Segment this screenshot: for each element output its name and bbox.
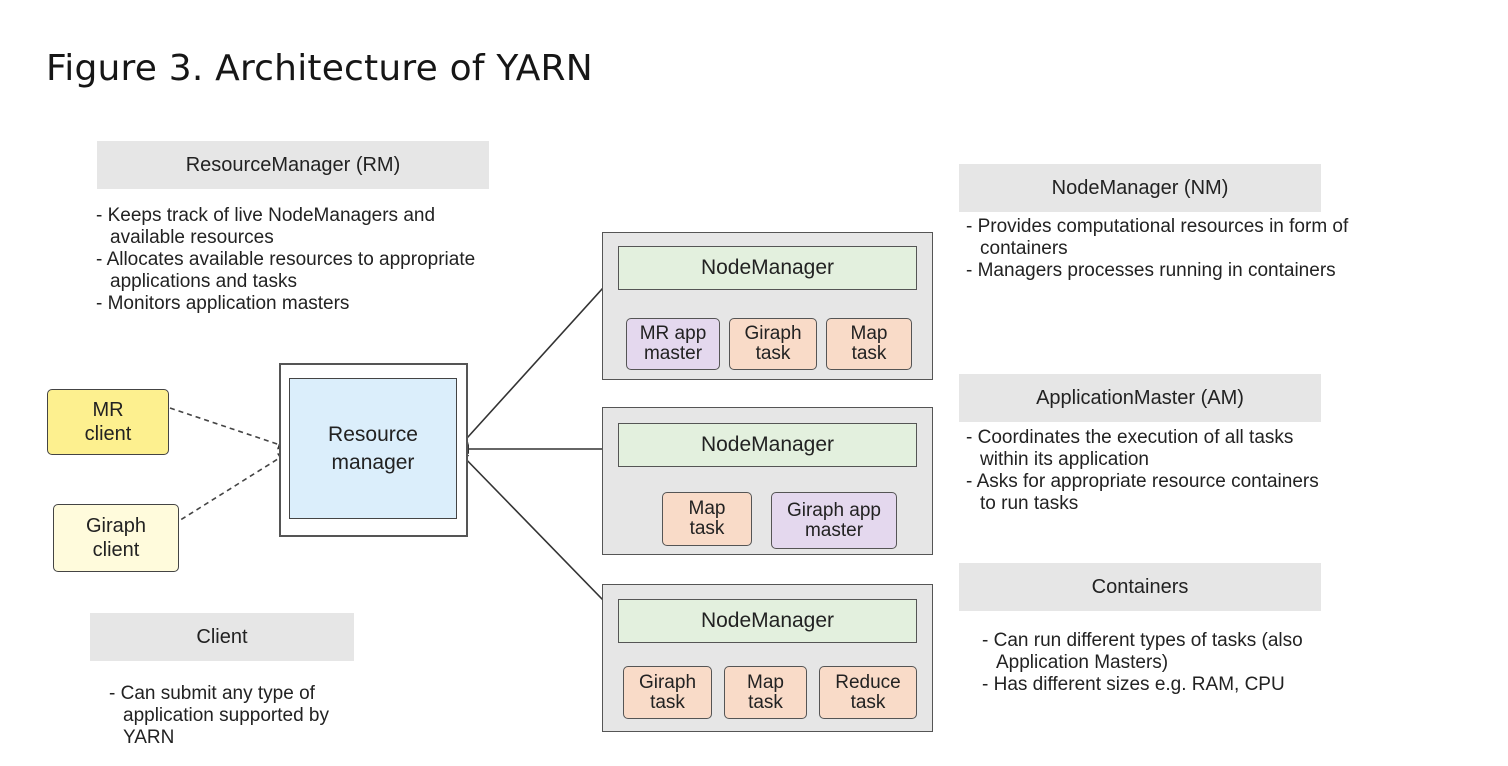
nm-section-header: NodeManager (NM) — [959, 164, 1321, 212]
task-box: Map task — [662, 492, 752, 546]
am-item: Coordinates the execution of all tasks w… — [966, 427, 1336, 471]
am-item: Asks for appropriate resource containers… — [966, 471, 1336, 515]
app-master-task: MR app master — [626, 318, 720, 370]
nm-item: Provides computational resources in form… — [966, 216, 1356, 260]
task-box: Map task — [826, 318, 912, 370]
nodemanager-box: NodeManager — [618, 246, 917, 290]
rm-item: Keeps track of live NodeManagers and ava… — [96, 205, 496, 249]
rm-section-header: ResourceManager (RM) — [97, 141, 489, 189]
mr-client-connector — [169, 407, 290, 450]
nodemanager-box: NodeManager — [618, 423, 917, 467]
giraph-client-connector — [165, 451, 290, 530]
containers-section-description: Can run different types of tasks (also A… — [982, 630, 1312, 696]
nodemanager-box: NodeManager — [618, 599, 917, 643]
client-section-description: Can submit any type of application suppo… — [109, 683, 359, 749]
rm-item: Allocates available resources to appropr… — [96, 249, 496, 293]
containers-section-header: Containers — [959, 563, 1321, 611]
containers-item: Has different sizes e.g. RAM, CPU — [982, 674, 1312, 696]
nm-item: Managers processes running in containers — [966, 260, 1356, 282]
task-box: Map task — [724, 666, 807, 719]
nm-section-description: Provides computational resources in form… — [966, 216, 1356, 282]
task-box: Giraph task — [623, 666, 712, 719]
node-group-3-connector — [457, 450, 620, 612]
mr-client-box: MR client — [47, 389, 169, 455]
rm-section-description: Keeps track of live NodeManagers and ava… — [96, 205, 496, 315]
client-section-header: Client — [90, 613, 354, 661]
client-item: Can submit any type of application suppo… — [109, 683, 359, 749]
task-box: Reduce task — [819, 666, 917, 719]
am-section-header: ApplicationMaster (AM) — [959, 374, 1321, 422]
am-section-description: Coordinates the execution of all tasks w… — [966, 427, 1336, 515]
figure-title: Figure 3. Architecture of YARN — [46, 48, 593, 89]
app-master-task: Giraph app master — [771, 492, 897, 549]
containers-item: Can run different types of tasks (also A… — [982, 630, 1312, 674]
giraph-client-box: Giraph client — [53, 504, 179, 572]
task-box: Giraph task — [729, 318, 817, 370]
rm-item: Monitors application masters — [96, 293, 496, 315]
resource-manager-box: Resource manager — [289, 378, 457, 519]
